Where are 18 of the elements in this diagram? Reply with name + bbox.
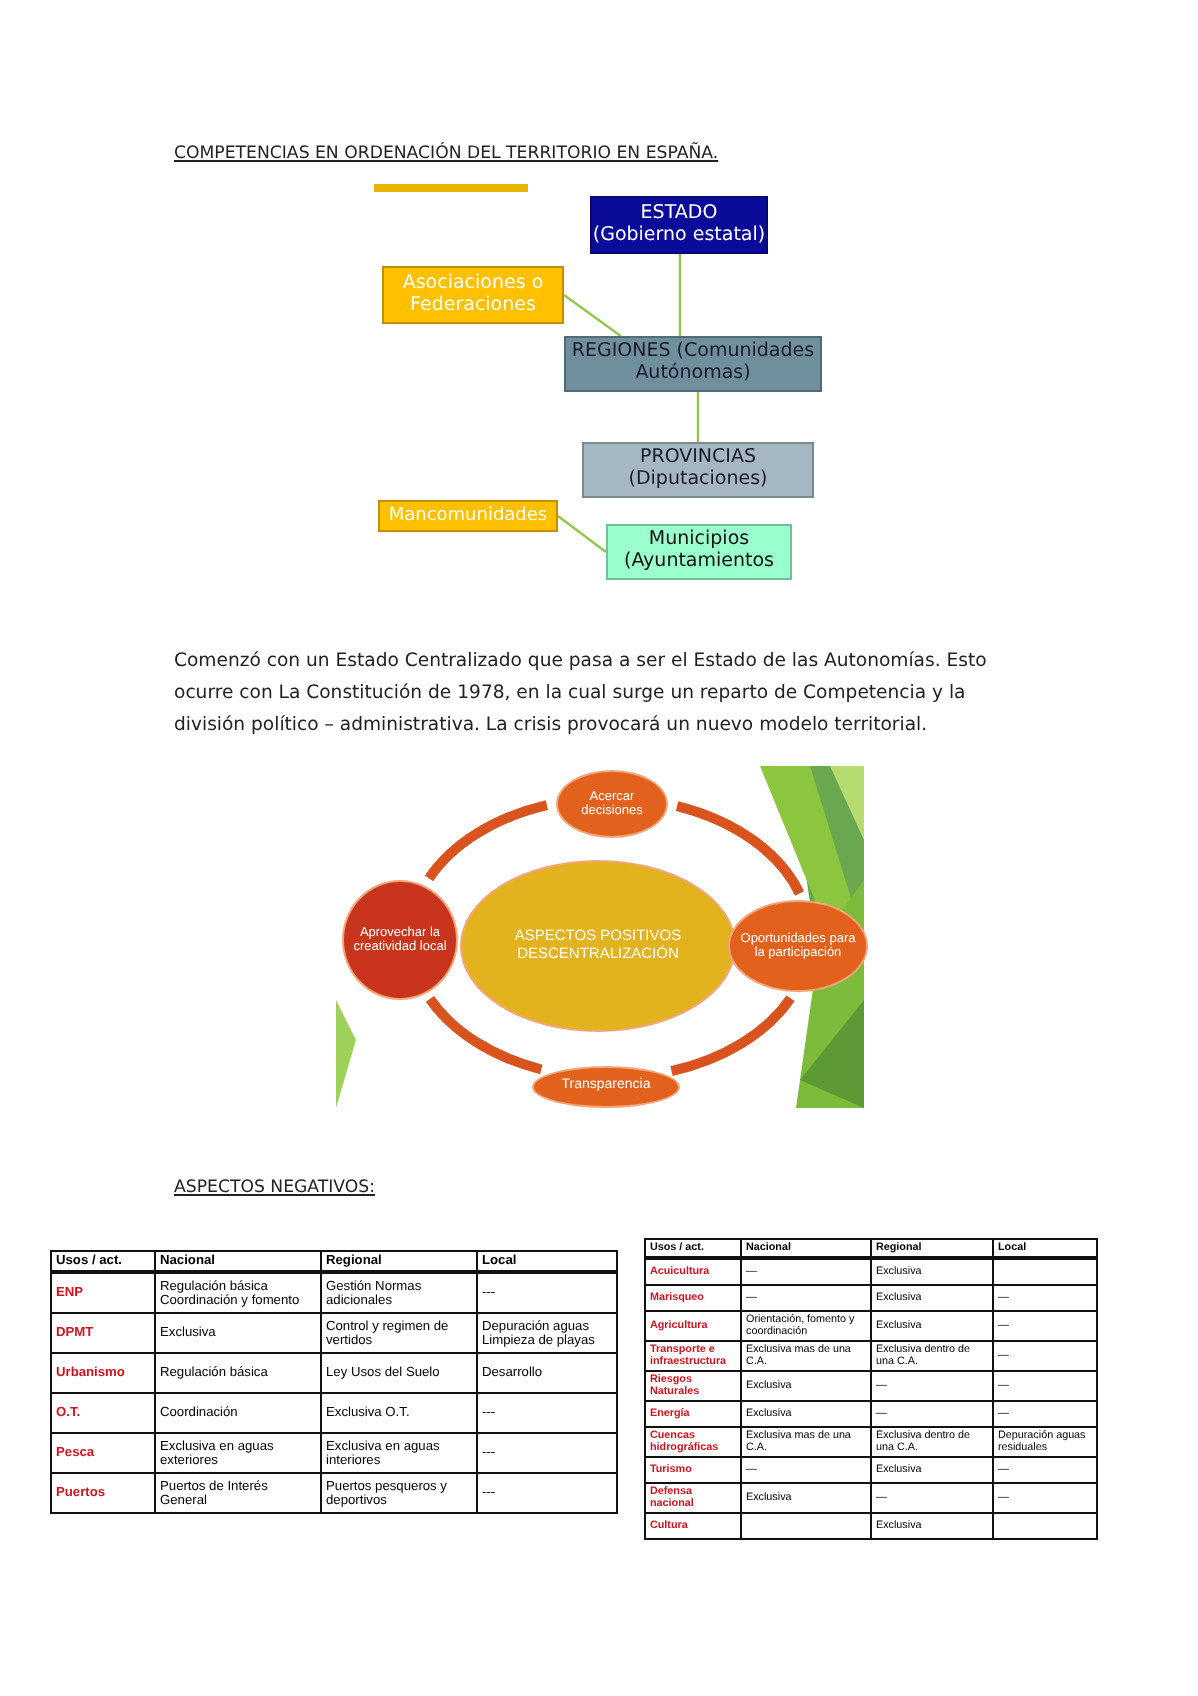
hierarchy-box: REGIONES (Comunidades Autónomas) [564,336,822,392]
connector-line [678,254,682,336]
hierarchy-box: Municipios (Ayuntamientos [606,524,792,580]
bar [374,184,528,192]
ring-arc [426,995,543,1075]
hierarchy-box: Asociaciones o Federaciones [382,266,564,324]
connector-line [696,392,700,442]
hierarchy-box: Mancomunidades [378,500,558,532]
hierarchy-box: ESTADO (Gobierno estatal) [590,196,768,254]
page-title: COMPETENCIAS EN ORDENACIÓN DEL TERRITORIO EN ESPAÑA. [174,144,719,164]
connector-line [557,515,607,553]
hierarchy-box: PROVINCIAS (Diputaciones) [582,442,814,498]
section-heading: ASPECTOS NEGATIVOS: [174,1178,376,1198]
ring-arc [670,995,795,1077]
paragraph: Comenzó con un Estado Centralizado que pasa a ser el Estado de las Autonomías. Esto ocurre con La Constitución de 1978, en la cual surge un reparto de Competencia y la división político – administrativa. La crisis provocará un nuevo modelo territorial. [174,648,989,740]
ring-arc [425,800,549,882]
ring-arc [675,801,804,897]
connector-line [563,294,622,337]
